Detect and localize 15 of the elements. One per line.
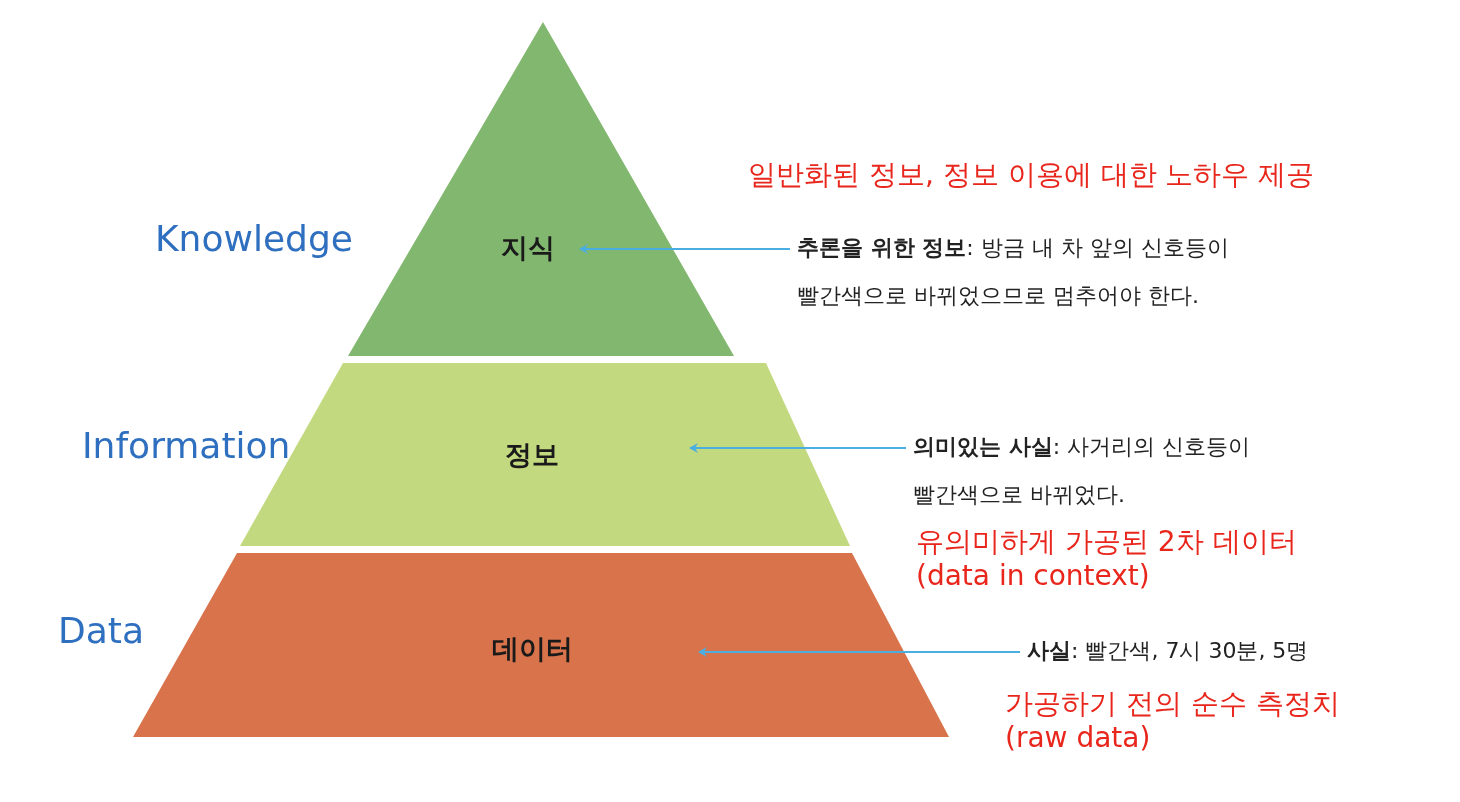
arrow xyxy=(579,244,791,254)
tier-label: 정보 xyxy=(505,438,559,472)
tier-label: 데이터 xyxy=(491,632,573,666)
tier-name: Information xyxy=(82,425,291,466)
tier-label: 지식 xyxy=(501,231,555,265)
arrow xyxy=(689,443,907,453)
note-text: 유의미하게 가공된 2차 데이터 (data in context) xyxy=(916,525,1298,593)
arrow xyxy=(698,647,1021,657)
tier-name: Knowledge xyxy=(155,218,353,259)
tier-name: Data xyxy=(58,610,144,651)
example-text: 추론을 위한 정보: 방금 내 차 앞의 신호등이 빨간색으로 바뀌었으므로 멈추어야 한다. xyxy=(797,224,1342,320)
example-text: 사실: 빨간색, 7시 30분, 5명 xyxy=(1027,627,1309,675)
note-text: 가공하기 전의 순수 측정치 (raw data) xyxy=(1005,687,1341,755)
example-text: 의미있는 사실: 사거리의 신호등이 빨간색으로 바뀌었다. xyxy=(913,423,1333,519)
note-text: 일반화된 정보, 정보 이용에 대한 노하우 제공 xyxy=(748,158,1315,192)
